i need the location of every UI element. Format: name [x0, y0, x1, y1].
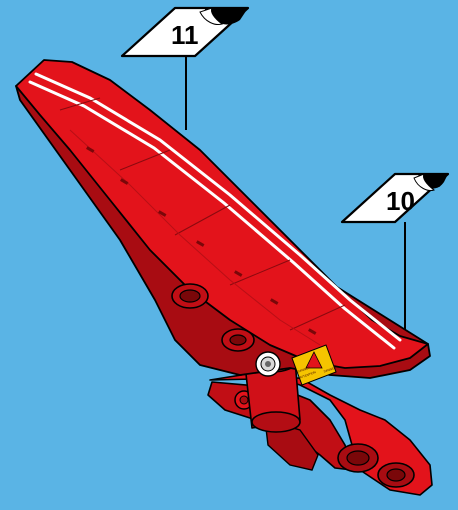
callout-number: 11 — [171, 20, 199, 50]
sticker-callout-11: 11 — [122, 8, 248, 56]
sticker-callout-10: 10 — [342, 174, 448, 222]
hinge-clip-assembly — [208, 372, 432, 495]
gear-icon — [256, 352, 280, 376]
callout-number: 10 — [386, 186, 415, 216]
